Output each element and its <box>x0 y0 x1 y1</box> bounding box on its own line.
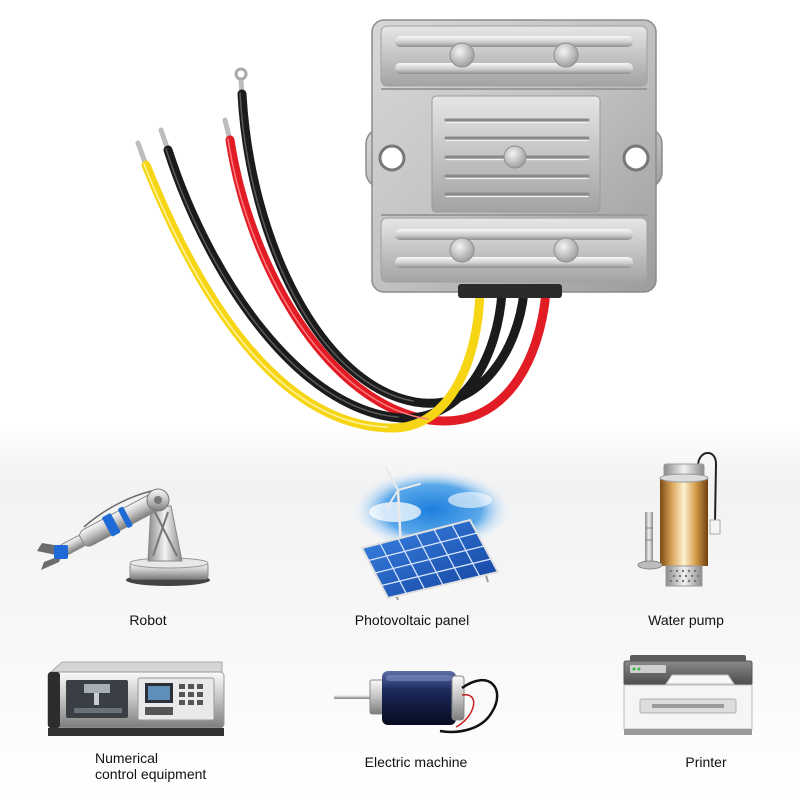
module-bump <box>553 42 579 68</box>
ring-terminal <box>234 67 248 81</box>
wire-grommet <box>458 284 562 298</box>
module-ridge <box>395 229 633 240</box>
electric-motor-icon <box>334 671 499 734</box>
application-label-numerical-line-1: Numerical <box>95 750 158 766</box>
pv-panel-grid <box>368 524 492 594</box>
robot-arm-icon <box>37 488 210 586</box>
module-wires <box>135 67 551 433</box>
pv-cell-line <box>368 532 478 562</box>
application-label-water-pump: Water pump <box>648 612 724 628</box>
cnc-machine-icon <box>47 661 225 736</box>
application-label-numerical-line-2: control equipment <box>95 766 206 782</box>
module-bump <box>553 237 579 263</box>
pv-cell-line <box>381 558 492 587</box>
wire-highlight <box>227 138 429 420</box>
printer-icon <box>623 655 753 735</box>
module-bump <box>449 42 475 68</box>
module-ridge <box>395 36 633 47</box>
application-label-robot: Robot <box>129 612 166 628</box>
water-pump-icon <box>637 452 721 587</box>
module-bottom-band <box>380 217 648 283</box>
module-bump <box>503 145 527 169</box>
module-ridge <box>395 257 633 268</box>
application-label-printer: Printer <box>685 754 727 770</box>
application-label-electric-machine: Electric machine <box>365 754 468 770</box>
solar-panel-icon <box>350 467 514 601</box>
mounting-hole-left <box>378 144 406 172</box>
mounting-hole-right <box>622 144 650 172</box>
pv-cell-line <box>374 545 485 574</box>
wire-highlight <box>143 163 389 428</box>
dc-dc-converter-module-icon <box>365 19 663 298</box>
wire-highlight <box>239 92 414 402</box>
application-label-photovoltaic-panel: Photovoltaic panel <box>355 612 469 628</box>
module-grooves <box>444 118 590 198</box>
wire-highlight <box>165 148 399 418</box>
module-ridge <box>395 63 633 74</box>
module-bump <box>449 237 475 263</box>
module-top-band <box>380 25 648 87</box>
